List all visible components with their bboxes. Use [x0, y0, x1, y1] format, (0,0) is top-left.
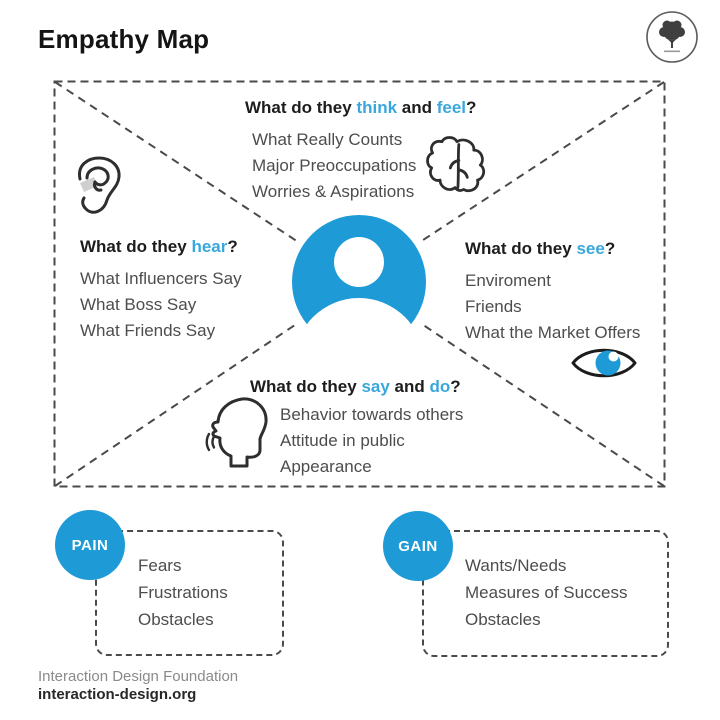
header-highlight: say — [361, 377, 390, 396]
header-highlight: feel — [436, 98, 467, 117]
pain-badge-label: PAIN — [71, 536, 109, 554]
footer-url: interaction-design.org — [38, 686, 197, 703]
quadrant-say-do-list: Behavior towards others Attitude in publ… — [280, 402, 463, 480]
list-item: What Boss Say — [80, 295, 197, 314]
gain-list: Wants/Needs Measures of Success Obstacle… — [465, 552, 628, 633]
quadrant-say-do: What do they say and do? — [250, 377, 461, 397]
header-highlight: see — [576, 239, 605, 258]
header-text: ? — [450, 377, 461, 396]
person-icon — [292, 215, 426, 428]
list-item: Attitude in public — [280, 431, 405, 450]
quadrant-hear-header: What do they hear? — [80, 237, 242, 257]
brain-icon — [426, 134, 486, 205]
empathy-map-canvas: What do they think and feel? What Really… — [53, 80, 666, 488]
map-frame — [53, 80, 666, 488]
list-item: What Really Counts — [252, 130, 403, 149]
header-text: What do they — [80, 237, 192, 256]
list-item: Frustrations — [138, 583, 228, 602]
list-item: Friends — [465, 297, 522, 316]
list-item: Appearance — [280, 457, 372, 476]
quadrant-see-list: Enviroment Friends What the Market Offer… — [465, 268, 640, 346]
header-highlight: think — [356, 98, 398, 117]
list-item: Enviroment — [465, 271, 551, 290]
header-highlight: hear — [191, 237, 228, 256]
idf-tree-logo-icon — [646, 11, 698, 63]
list-item: Measures of Success — [465, 583, 628, 602]
page-title: Empathy Map — [38, 24, 210, 54]
pain-list: Fears Frustrations Obstacles — [138, 552, 228, 633]
list-item: What the Market Offers — [465, 323, 641, 342]
list-item: Worries & Aspirations — [252, 182, 415, 201]
list-item: Obstacles — [465, 610, 541, 629]
quadrant-think-feel-header: What do they think and feel? — [245, 98, 476, 118]
eye-icon — [570, 342, 638, 389]
header-text: What do they — [465, 239, 577, 258]
header-text: ? — [604, 239, 616, 258]
map-diagonals — [54, 81, 665, 487]
header-text: and — [397, 98, 437, 117]
quadrant-hear-list: What Influencers Say What Boss Say What … — [80, 266, 242, 344]
speaking-head-icon — [201, 394, 277, 477]
header-text: What do they — [245, 98, 357, 117]
header-text: ? — [227, 237, 238, 256]
list-item: What Influencers Say — [80, 269, 242, 288]
quadrant-think-feel: What do they think and feel? What Really… — [245, 98, 476, 205]
list-item: Fears — [138, 556, 182, 575]
list-item: Major Preoccupations — [252, 156, 417, 175]
quadrant-say-do-header: What do they say and do? — [250, 377, 461, 397]
quadrant-see-header: What do they see? — [465, 239, 640, 259]
header-text: ? — [466, 98, 477, 117]
gain-badge-label: GAIN — [398, 537, 438, 555]
quadrant-hear: What do they hear? What Influencers Say … — [80, 237, 242, 344]
list-item: What Friends Say — [80, 321, 216, 340]
footer-org-name: Interaction Design Foundation — [38, 668, 239, 685]
pain-box — [95, 530, 284, 656]
header-text: and — [389, 377, 430, 396]
gain-box — [422, 530, 669, 657]
header-text: What do they — [250, 377, 362, 396]
list-item: Obstacles — [138, 610, 214, 629]
ear-icon — [74, 154, 126, 233]
list-item: Wants/Needs — [465, 556, 567, 575]
quadrant-see: What do they see? Enviroment Friends Wha… — [465, 239, 640, 346]
quadrant-think-feel-list: What Really Counts Major Preoccupations … — [252, 127, 476, 205]
list-item: Behavior towards others — [280, 405, 464, 424]
header-highlight: do — [429, 377, 451, 396]
idf-tree-logo — [645, 10, 699, 64]
pain-badge: PAIN — [55, 510, 125, 580]
gain-badge: GAIN — [383, 511, 453, 581]
map-border — [53, 80, 666, 488]
